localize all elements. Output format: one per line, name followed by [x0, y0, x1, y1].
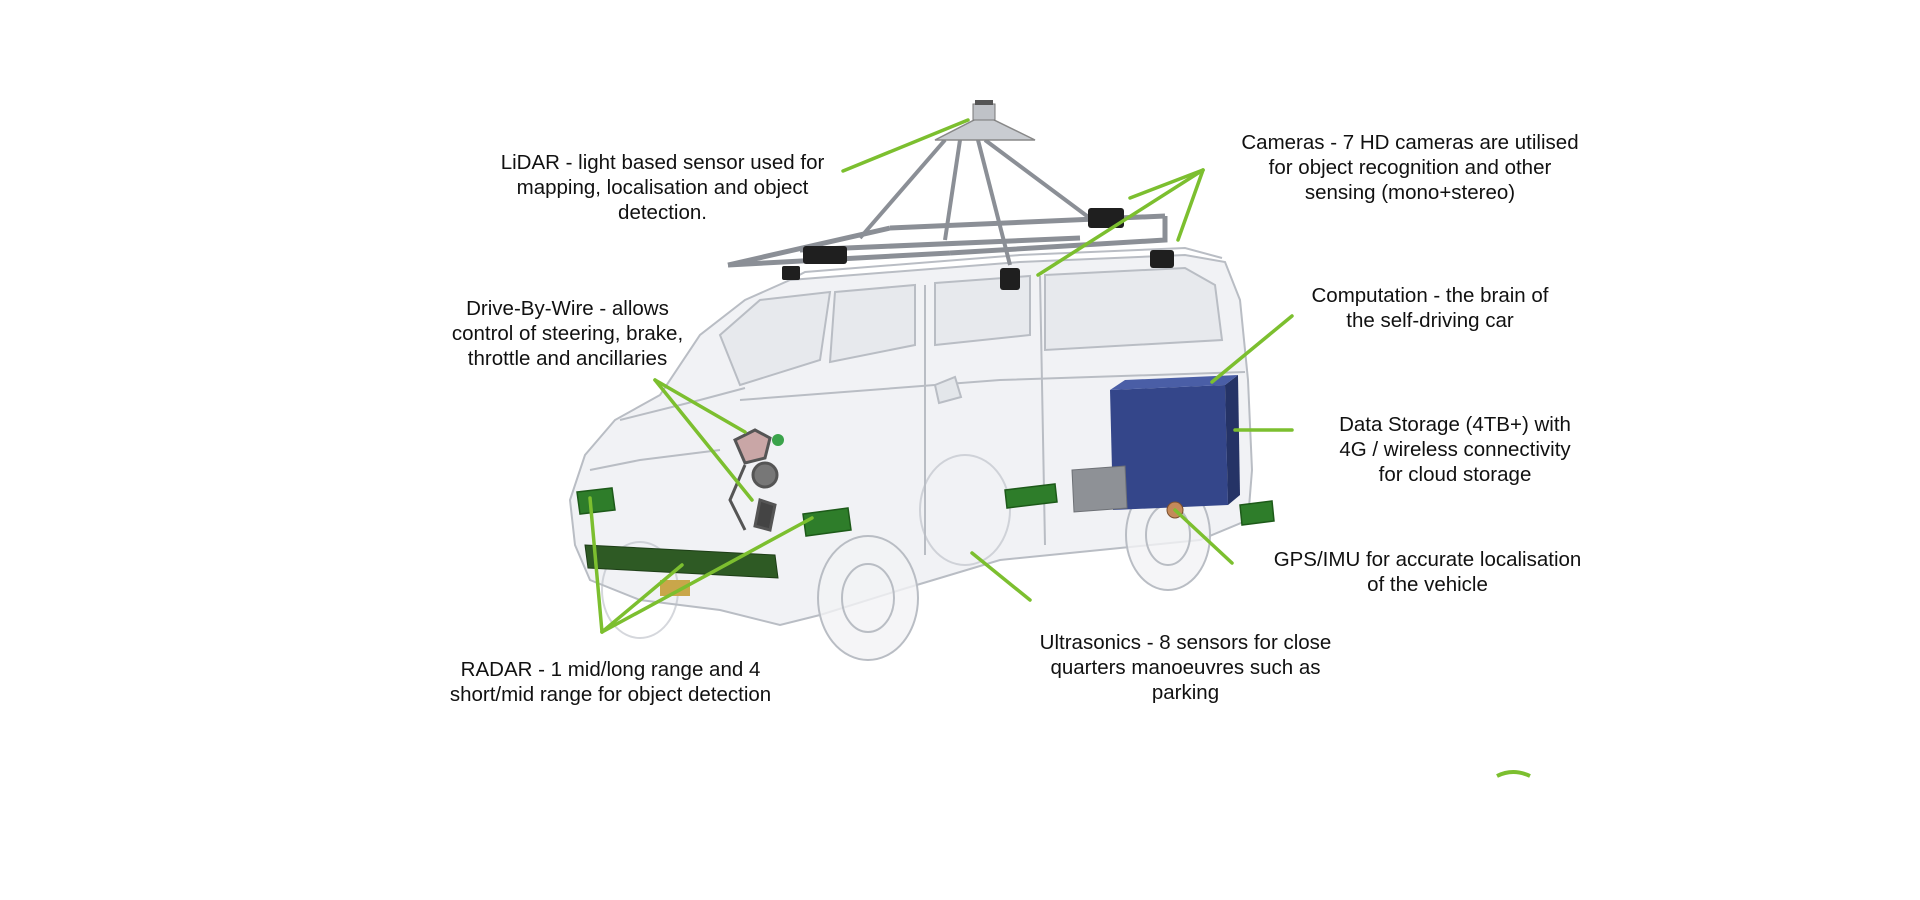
cameras-label: Cameras - 7 HD cameras are utilised for … [1190, 130, 1630, 205]
van-mirror [933, 375, 963, 405]
ultrasonics-label-line-2: quarters manoeuvres such as [1050, 656, 1321, 679]
radar-front-right [802, 507, 852, 537]
dbw-linkage [728, 464, 747, 531]
radar-label-line-1: RADAR - 1 mid/long range and 4 [460, 658, 761, 681]
van-grille [589, 449, 721, 471]
bumper-bar [584, 544, 779, 579]
camera-right-pair [1088, 208, 1124, 228]
lidar-unit [934, 100, 1036, 141]
leader-cameras-1 [1036, 168, 1205, 277]
rack-right-rail [949, 216, 1168, 256]
lidar-label-line-1: LiDAR - light based sensor used for [500, 151, 825, 174]
leader-cameras-3 [1176, 168, 1205, 242]
camera-front-center [1000, 268, 1020, 290]
front-bumper-bar [584, 544, 779, 596]
leader-radar-3 [600, 516, 814, 634]
drive-by-wire-label-line-1: Drive-By-Wire - allows [466, 297, 669, 320]
drive-by-wire-label: Drive-By-Wire - allows control of steeri… [410, 296, 725, 371]
camera-right-rear [1150, 250, 1174, 268]
van-windshield [718, 290, 832, 387]
gps-imu-label: GPS/IMU for accurate localisation of the… [1230, 547, 1625, 597]
data-storage-box [1071, 465, 1128, 513]
computation-label-line-2: the self-driving car [1346, 309, 1514, 332]
computation-box-side [1225, 375, 1240, 505]
radar-rear-left [1004, 483, 1058, 509]
van-front-wheel [817, 535, 919, 661]
computation-label-line-1: Computation - the brain of [1311, 284, 1549, 307]
ultrasonics-label-line-3: parking [1151, 681, 1220, 704]
gps-imu-label-line-1: GPS/IMU for accurate localisation [1273, 548, 1582, 571]
gps-imu-label-line-2: of the vehicle [1367, 573, 1488, 596]
dbw-motor [751, 461, 779, 489]
leader-radar-2 [600, 563, 684, 634]
lidar-head [972, 103, 996, 121]
van-illustration [568, 246, 1254, 661]
leader-radar-1 [588, 496, 604, 634]
van-rear-window [1044, 266, 1224, 352]
cameras-label-line-2: for object recognition and other [1268, 156, 1552, 179]
leader-lines [588, 118, 1294, 634]
radar-label: RADAR - 1 mid/long range and 4 short/mid… [418, 657, 803, 707]
cameras-label-line-3: sensing (mono+stereo) [1304, 181, 1516, 204]
lidar-tripod-leg-3 [983, 138, 1097, 224]
drive-by-wire-label-line-2: control of steering, brake, [451, 322, 684, 345]
van-belt-line [739, 371, 1246, 401]
computation-label: Computation - the brain of the self-driv… [1255, 283, 1605, 333]
van-hood [619, 387, 746, 421]
ultrasonics-label: Ultrasonics - 8 sensors for close quarte… [1018, 630, 1353, 705]
lidar-label: LiDAR - light based sensor used for mapp… [440, 150, 885, 225]
drive-by-wire-label-line-3: throttle and ancillaries [467, 347, 668, 370]
leader-cameras-2 [1128, 168, 1205, 200]
ultrasonics-label-line-1: Ultrasonics - 8 sensors for close [1039, 631, 1332, 654]
radar-front-left [576, 487, 616, 515]
van-front-wheel-hub [841, 563, 895, 633]
leader-dbw-1 [653, 378, 747, 434]
data-storage-label-line-2: 4G / wireless connectivity [1339, 438, 1571, 461]
lidar-tripod-leg-1 [858, 138, 947, 240]
cameras-label-line-1: Cameras - 7 HD cameras are utilised [1241, 131, 1579, 154]
lidar-label-line-2: mapping, localisation and object [516, 176, 809, 199]
radar-sensors [576, 483, 1275, 537]
leader-ultrasonics [970, 551, 1032, 602]
lidar-label-line-3: detection. [618, 201, 707, 224]
radar-rear-right [1239, 500, 1275, 526]
data-storage-label-line-3: for cloud storage [1378, 463, 1532, 486]
green-arc-mark [1496, 770, 1531, 778]
data-storage-label-line-1: Data Storage (4TB+) with [1339, 413, 1571, 436]
van-front-side-window [828, 283, 916, 364]
lidar-tripod-leg-2 [976, 139, 1012, 266]
drive-by-wire-actuators [728, 428, 784, 532]
leader-gps-imu [1173, 508, 1234, 565]
data-storage-label: Data Storage (4TB+) with 4G / wireless c… [1280, 412, 1630, 487]
camera-left-pair [803, 246, 847, 264]
leader-lidar [841, 118, 970, 173]
computation-box-front [1110, 385, 1228, 510]
computation-box-top [1110, 375, 1238, 390]
lidar-cap [975, 100, 993, 105]
radar-long-range [660, 580, 690, 596]
leader-computation [1210, 314, 1294, 384]
van-far-wheel [919, 454, 1011, 566]
lidar-tripod-leg-4 [943, 139, 962, 241]
dbw-connector [772, 434, 784, 446]
rack-cameras [782, 208, 1174, 290]
van-middle-window [934, 274, 1031, 347]
radar-label-line-2: short/mid range for object detection [449, 683, 772, 706]
dbw-steering-assembly [733, 428, 772, 465]
camera-left-front [782, 266, 800, 280]
leader-dbw-2 [653, 378, 754, 502]
computation-box [1110, 375, 1240, 510]
dbw-pedal-actuator [753, 498, 777, 532]
